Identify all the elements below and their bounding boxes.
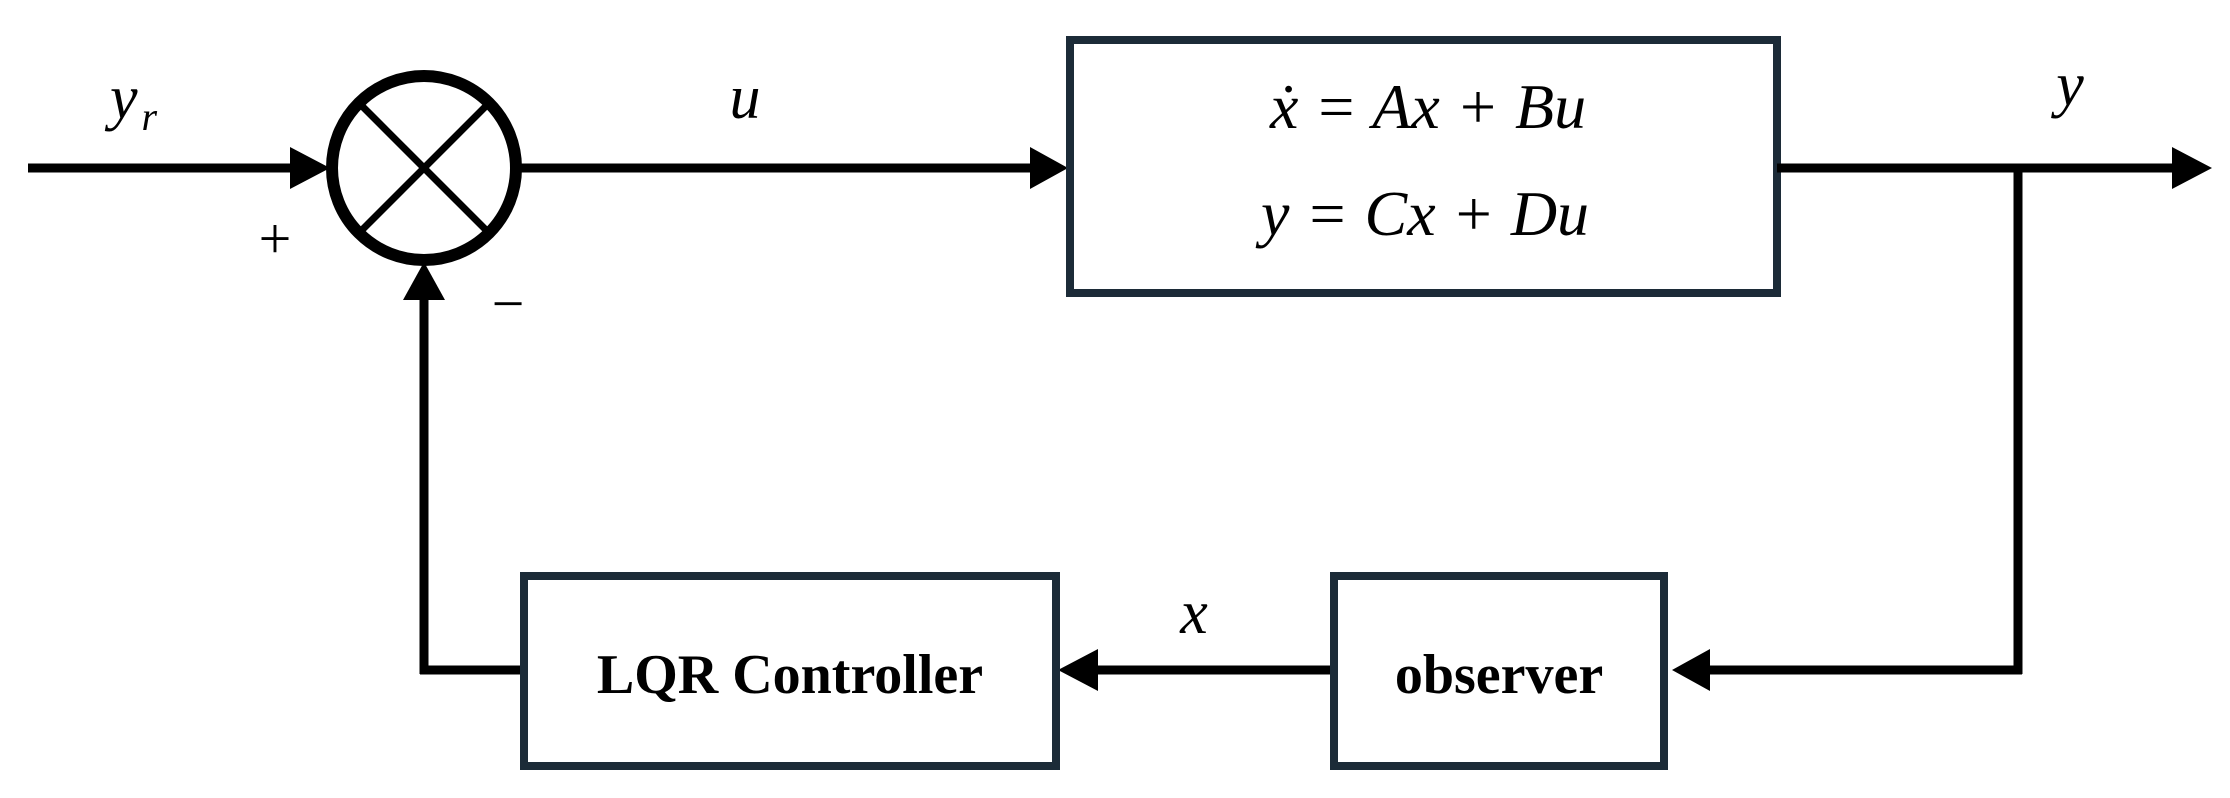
plus-sign: + bbox=[259, 206, 292, 271]
output-arrowhead bbox=[2172, 147, 2212, 189]
observer-label: observer bbox=[1395, 644, 1603, 706]
reference-input-arrowhead bbox=[290, 147, 330, 189]
output-label: y bbox=[2050, 51, 2084, 119]
reference-input-subscript: r bbox=[142, 94, 158, 139]
plant-output-equation: y = Cx + Du bbox=[1255, 178, 1589, 249]
plant-state-equation: ẋ = Ax + Bu bbox=[1269, 71, 1586, 142]
minus-sign: − bbox=[492, 271, 525, 336]
lqr-controller-label: LQR Controller bbox=[597, 644, 983, 706]
plant-block bbox=[1066, 36, 1781, 297]
lqr-controller-block bbox=[520, 572, 1060, 770]
feedback-arrowhead bbox=[403, 262, 445, 300]
summing-junction bbox=[326, 70, 522, 266]
reference-input-line bbox=[28, 147, 330, 189]
observer-block bbox=[1330, 572, 1668, 770]
state-estimate-arrowhead bbox=[1058, 649, 1098, 691]
control-signal-label: u bbox=[730, 64, 761, 132]
output-line bbox=[1777, 147, 2212, 189]
observer-input-arrowhead bbox=[1672, 649, 1710, 691]
control-signal-line bbox=[516, 147, 1068, 189]
state-estimate-label: x bbox=[1179, 579, 1208, 647]
controller-feedback-line bbox=[403, 262, 520, 675]
output-feedback-branch bbox=[1672, 164, 2023, 691]
control-signal-arrowhead bbox=[1030, 147, 1068, 189]
state-estimate-line bbox=[1058, 649, 1330, 691]
